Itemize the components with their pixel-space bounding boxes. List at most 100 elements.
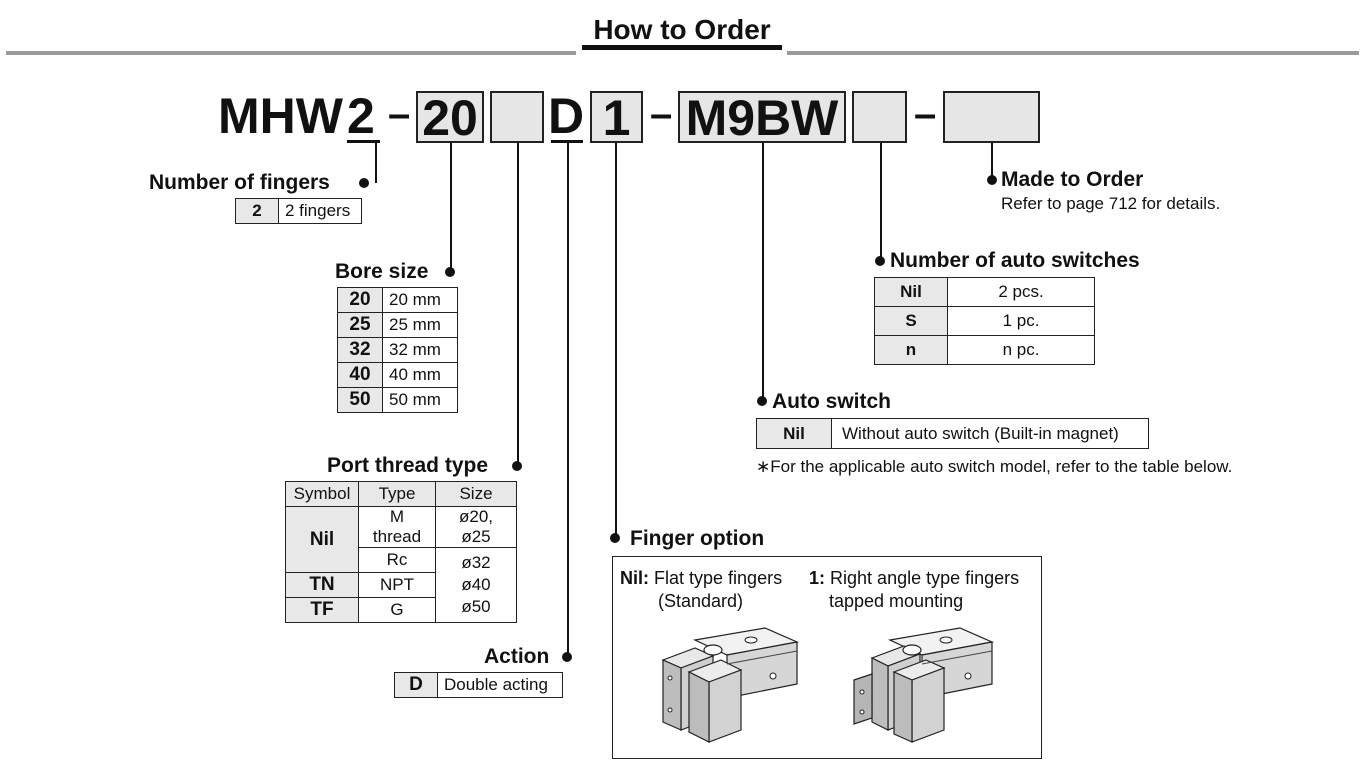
code-box-port bbox=[490, 91, 544, 143]
bore-value: 32 mm bbox=[382, 337, 458, 363]
switch-count-key: Nil bbox=[874, 277, 948, 307]
port-header-symbol: Symbol bbox=[285, 481, 359, 507]
auto-switch-table: Nil Without auto switch (Built-in magnet… bbox=[756, 418, 1149, 449]
action-dot bbox=[562, 652, 572, 662]
header-rule-right bbox=[787, 51, 1359, 55]
mto-heading: Made to Order bbox=[1001, 168, 1144, 191]
code-box-qty bbox=[852, 91, 907, 143]
finger-one-desc: Right angle type fingers bbox=[830, 568, 1020, 588]
switch-count-key: n bbox=[874, 335, 948, 365]
table-row: TF G bbox=[285, 597, 517, 623]
action-underline bbox=[551, 140, 583, 143]
port-symbol: TN bbox=[285, 572, 359, 598]
code-dash-1: – bbox=[388, 92, 411, 136]
port-type: G bbox=[358, 597, 436, 623]
connector-finger-option bbox=[615, 143, 617, 537]
fingers-heading: Number of fingers bbox=[149, 171, 330, 194]
bore-key: 25 bbox=[337, 312, 383, 338]
finger-one-line2: tapped mounting bbox=[829, 591, 964, 611]
bore-key: 40 bbox=[337, 362, 383, 388]
code-box-switch: M9BW bbox=[678, 91, 846, 143]
bore-dot bbox=[445, 267, 455, 277]
port-size: ø40 bbox=[461, 575, 491, 594]
connector-fingers bbox=[375, 143, 377, 183]
fingers-underline bbox=[347, 140, 380, 143]
bore-key: 50 bbox=[337, 387, 383, 413]
code-dash-3: – bbox=[914, 92, 937, 136]
bore-heading: Bore size bbox=[335, 260, 429, 283]
auto-switch-value: Without auto switch (Built-in magnet) bbox=[831, 418, 1149, 449]
switch-count-heading: Number of auto switches bbox=[890, 249, 1140, 272]
action-table: D Double acting bbox=[394, 672, 563, 698]
switch-count-value: 2 pcs. bbox=[947, 277, 1095, 307]
code-box-mto bbox=[943, 91, 1040, 143]
action-heading: Action bbox=[484, 645, 550, 668]
port-size-group: ø32 ø40 ø50 bbox=[435, 547, 517, 623]
finger-nil-line1: Nil: Flat type fingers bbox=[620, 568, 782, 589]
port-type: Rc bbox=[358, 547, 436, 573]
connector-port bbox=[517, 143, 519, 465]
action-key: D bbox=[394, 672, 438, 698]
bore-key: 20 bbox=[337, 287, 383, 313]
switch-count-key: S bbox=[874, 306, 948, 336]
auto-switch-dot bbox=[757, 396, 767, 406]
port-type: M thread bbox=[358, 506, 436, 548]
gripper-right-angle-image bbox=[853, 627, 995, 743]
finger-option-heading: Finger option bbox=[630, 527, 765, 550]
port-header-size: Size bbox=[435, 481, 517, 507]
finger-nil-key: Nil: bbox=[620, 568, 649, 588]
finger-one-line1: 1: Right angle type fingers bbox=[809, 568, 1019, 589]
bore-value: 50 mm bbox=[382, 387, 458, 413]
bore-value: 40 mm bbox=[382, 362, 458, 388]
gripper-flat-image bbox=[661, 627, 800, 743]
mto-dot bbox=[987, 175, 997, 185]
title-underline bbox=[582, 45, 782, 50]
code-prefix: MHW bbox=[218, 88, 343, 144]
port-size: ø20, ø25 bbox=[435, 506, 517, 548]
code-box-bore: 20 bbox=[416, 91, 484, 143]
table-row: Nil M thread ø20, ø25 bbox=[285, 506, 517, 573]
connector-action bbox=[567, 143, 569, 656]
switch-count-dot bbox=[875, 256, 885, 266]
page-title: How to Order bbox=[593, 14, 771, 45]
port-header-type: Type bbox=[358, 481, 436, 507]
bore-key: 32 bbox=[337, 337, 383, 363]
auto-switch-key: Nil bbox=[756, 418, 832, 449]
code-box-finger: 1 bbox=[590, 91, 643, 143]
fingers-table: 2 2 fingers bbox=[235, 198, 362, 224]
auto-switch-note: ∗For the applicable auto switch model, r… bbox=[756, 457, 1233, 476]
connector-bore bbox=[450, 143, 452, 271]
port-size: ø32 bbox=[461, 553, 491, 572]
auto-switch-heading: Auto switch bbox=[772, 390, 891, 413]
action-value: Double acting bbox=[437, 672, 563, 698]
code-dash-2: – bbox=[650, 92, 673, 136]
bore-value: 20 mm bbox=[382, 287, 458, 313]
fingers-value: 2 fingers bbox=[278, 198, 362, 224]
fingers-dot bbox=[359, 178, 369, 188]
code-action: D bbox=[548, 88, 585, 144]
code-fingers: 2 bbox=[347, 88, 375, 144]
connector-auto-switch bbox=[762, 143, 764, 400]
port-type: NPT bbox=[358, 572, 436, 598]
switch-count-value: 1 pc. bbox=[947, 306, 1095, 336]
port-symbol: Nil bbox=[285, 506, 359, 573]
switch-count-value: n pc. bbox=[947, 335, 1095, 365]
finger-nil-desc: Flat type fingers bbox=[654, 568, 783, 588]
fingers-key: 2 bbox=[235, 198, 279, 224]
port-size: ø50 bbox=[461, 597, 491, 616]
connector-mto bbox=[991, 143, 993, 179]
table-row: Nil Without auto switch (Built-in magnet… bbox=[756, 418, 1149, 449]
port-dot bbox=[512, 461, 522, 471]
table-row: TN NPT bbox=[285, 572, 517, 598]
connector-switch-count bbox=[880, 143, 882, 260]
bore-value: 25 mm bbox=[382, 312, 458, 338]
